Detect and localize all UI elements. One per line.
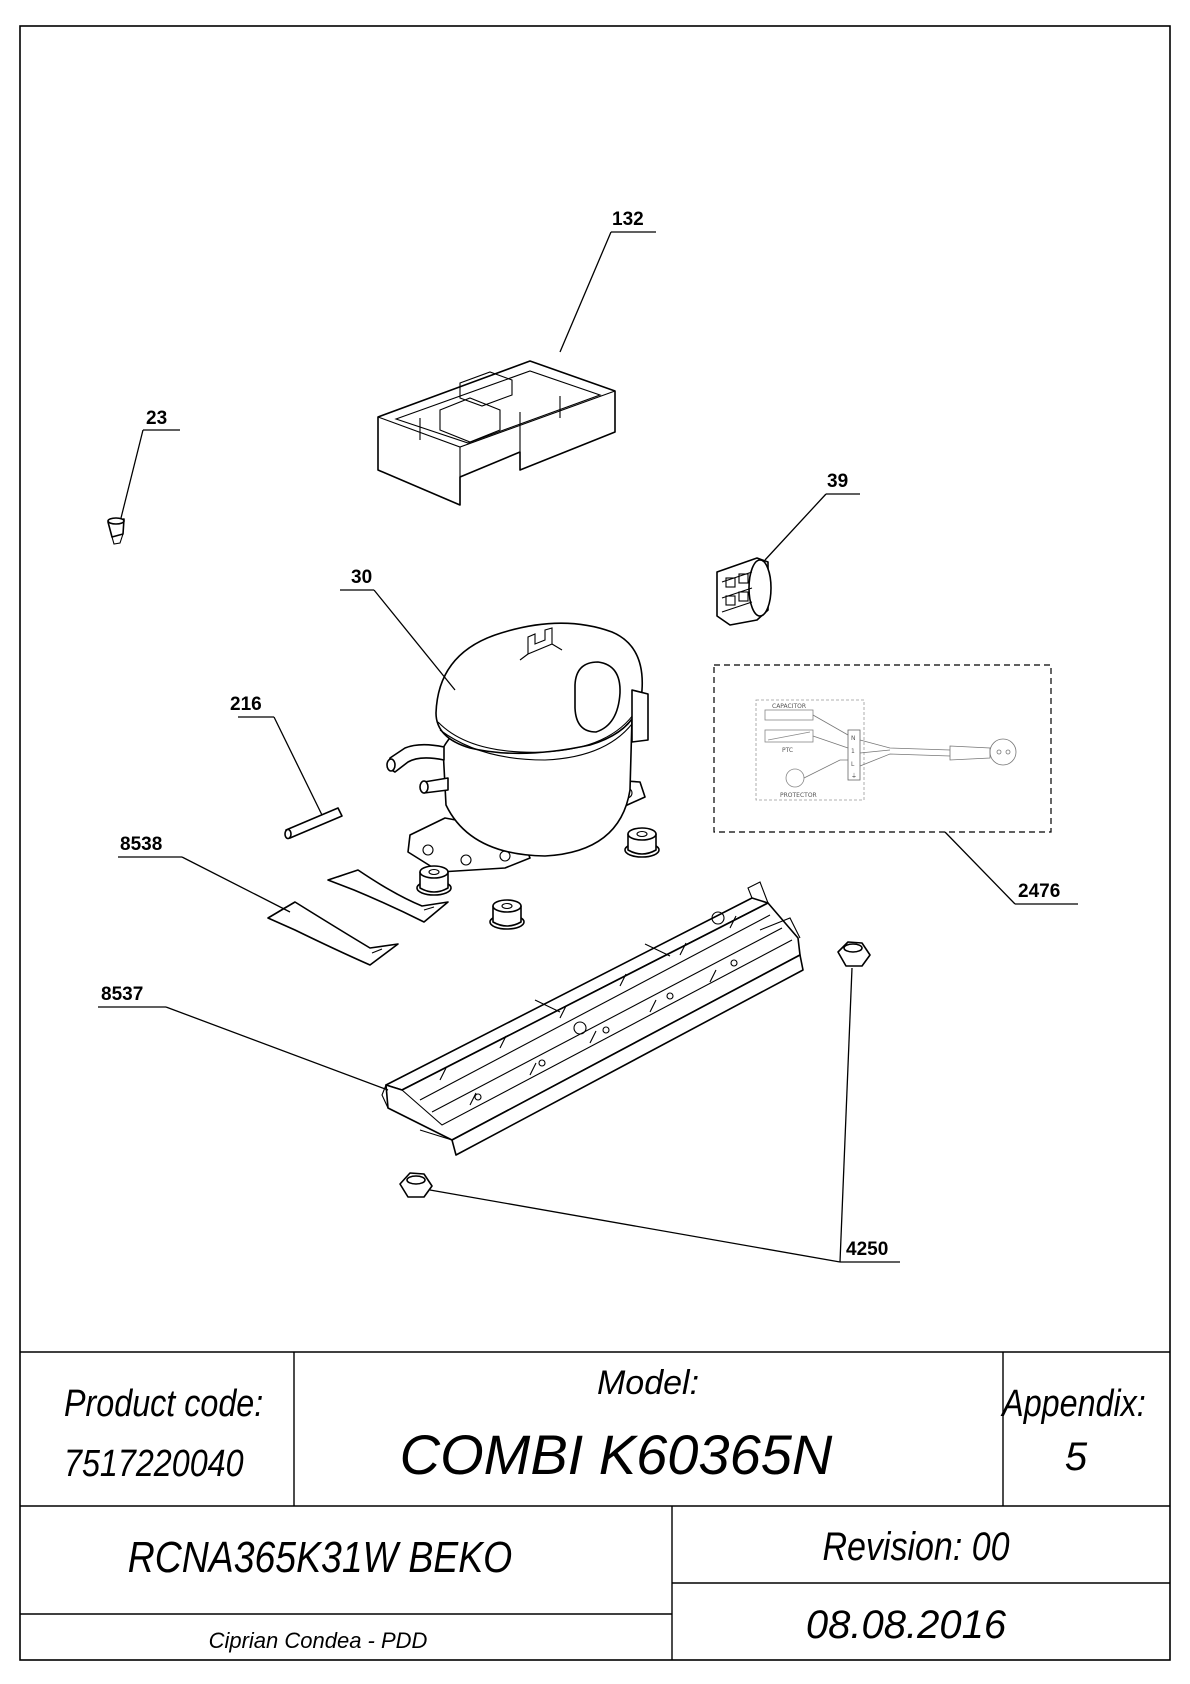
rubber-grommets [416, 827, 660, 930]
product-code-value: 7517220040 [64, 1443, 244, 1485]
part-23-plug [107, 517, 125, 545]
product-code-label: Product code: [64, 1383, 263, 1425]
model-label: Model: [597, 1364, 699, 1402]
part-label-216: 216 [230, 694, 262, 715]
part-label-132: 132 [612, 209, 644, 230]
part-label-2476: 2476 [1018, 881, 1060, 902]
part-label-23: 23 [146, 408, 167, 429]
part-label-8537: 8537 [101, 984, 143, 1005]
part-8538-clamps [267, 869, 449, 966]
part-216-rod [284, 807, 343, 840]
protector-label: PROTECTOR [780, 792, 817, 799]
author: Ciprian Condea - PDD [209, 1628, 428, 1653]
part-label-4250: 4250 [846, 1239, 888, 1260]
part-8537-rails [381, 881, 804, 1156]
part-30-compressor [386, 622, 649, 873]
terminal-1-label: 1 [851, 748, 855, 755]
part-132-cover [377, 360, 616, 506]
revision: Revision: 00 [822, 1523, 1009, 1568]
part-label-39: 39 [827, 471, 848, 492]
appendix-value: 5 [1065, 1435, 1088, 1479]
terminal-n-label: N [851, 735, 856, 742]
part-39-relay [716, 557, 772, 626]
part-4250-nuts [399, 941, 871, 1198]
date: 08.08.2016 [806, 1603, 1007, 1647]
appendix-label: Appendix: [1000, 1383, 1145, 1425]
sheet-border [19, 25, 1171, 1661]
title-block [20, 1351, 1170, 1660]
ptc-label: PTC [782, 747, 793, 754]
part-2476-wiring-kit: CAPACITOR PTC PROTECTOR N 1 L ⏚ [713, 664, 1052, 833]
terminal-ground-label: ⏚ [851, 773, 857, 780]
product-name: RCNA365K31W BEKO [128, 1532, 512, 1582]
part-label-30: 30 [351, 567, 372, 588]
capacitor-label: CAPACITOR [772, 703, 806, 710]
terminal-l-label: L [851, 761, 855, 768]
part-label-8538: 8538 [120, 834, 162, 855]
model-value: COMBI K60365N [400, 1423, 833, 1486]
